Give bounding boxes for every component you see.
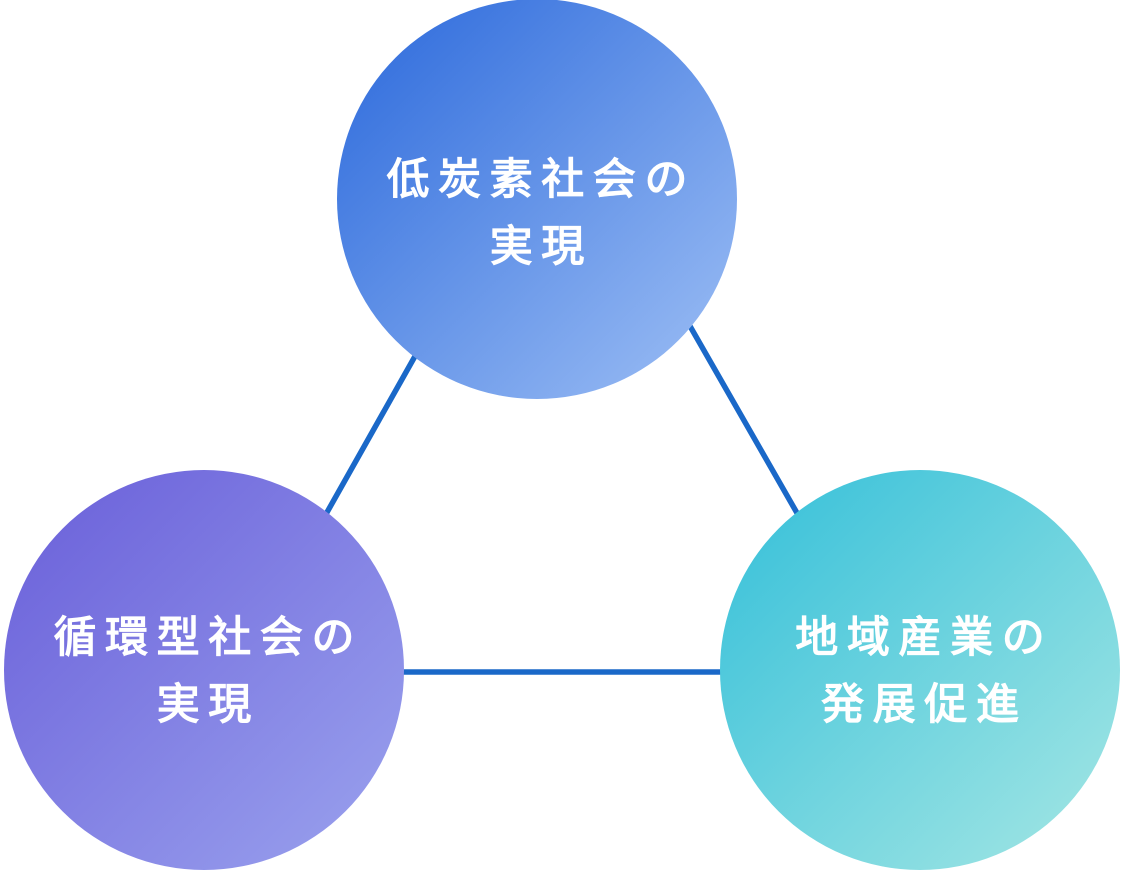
node-recycling-society: 循環型社会の 実現: [4, 470, 404, 870]
node-label-line1: 低炭素社会の: [386, 155, 697, 204]
connector-triangle: [232, 93, 893, 675]
node-label-line2: 発展促進: [821, 681, 1028, 729]
node-label-recycling-society: 循環型社会の 実現: [45, 605, 363, 739]
node-low-carbon-society: 低炭素社会の 実現: [337, 0, 737, 399]
node-regional-industry: 地域産業の 発展促進: [720, 470, 1120, 870]
node-label-line2: 実現: [156, 681, 260, 729]
node-label-line2: 実現: [489, 223, 593, 271]
node-label-regional-industry: 地域産業の 発展促進: [787, 605, 1054, 739]
node-label-low-carbon-society: 低炭素社会の 実現: [378, 147, 696, 281]
node-label-line1: 地域産業の: [795, 613, 1054, 662]
node-label-line1: 循環型社会の: [53, 613, 364, 662]
